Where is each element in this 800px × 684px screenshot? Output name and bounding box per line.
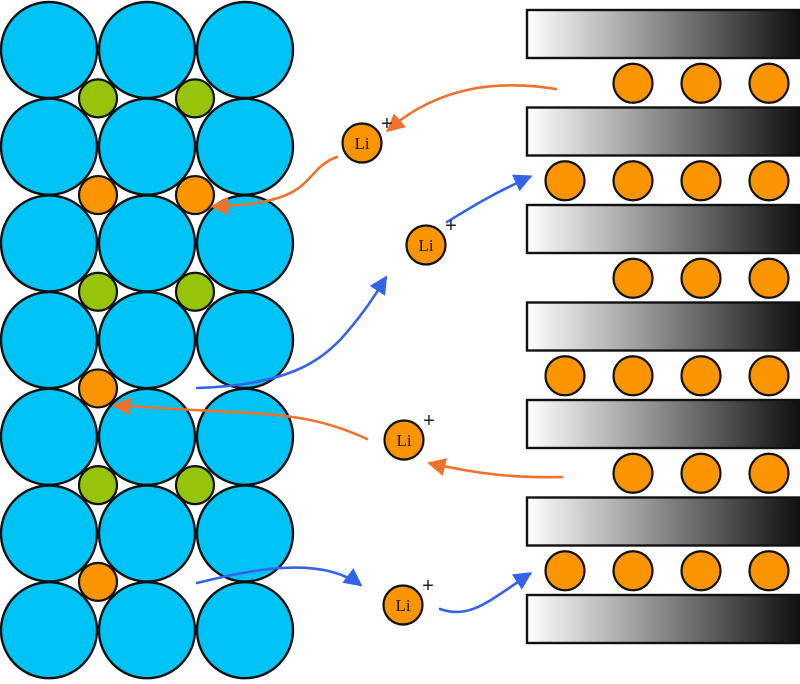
graphite-anode	[525, 8, 800, 645]
anode-lithium	[680, 452, 722, 494]
interstitial-site-green	[174, 271, 216, 312]
anode-lithium	[680, 355, 722, 397]
intercalated-lithium	[174, 174, 216, 216]
interstitial-site-green	[174, 465, 216, 506]
anode-lithium	[612, 355, 654, 397]
lithium-ion: Li +	[383, 410, 435, 461]
arrow-ion-1-to-cathode	[210, 155, 339, 216]
interstitial-site-green	[77, 78, 119, 119]
anode-lithium	[680, 257, 722, 299]
lattice-atom	[0, 581, 99, 680]
arrow-anode-to-ion-3	[427, 458, 564, 479]
anode-lithium	[544, 355, 586, 397]
anode-lithium	[680, 160, 722, 202]
lattice-atom	[97, 0, 197, 100]
lithium-ion: Li +	[341, 113, 393, 164]
graphite-layer	[525, 203, 800, 255]
lattice-atom	[0, 387, 99, 486]
anode-lithium	[612, 452, 654, 494]
lattice-atom	[97, 387, 197, 486]
lithium-ion-circle	[383, 419, 425, 461]
lattice-atom	[97, 290, 197, 390]
anode-lithium	[748, 257, 790, 299]
lattice-atom	[195, 0, 295, 100]
ion-label: Li	[396, 431, 411, 450]
graphite-layer	[525, 496, 800, 547]
arrow-ion-3-to-cathode	[112, 397, 369, 441]
lattice-atom	[0, 290, 99, 390]
charge-label: +	[423, 410, 435, 432]
charge-label: +	[422, 575, 434, 597]
ion-flow-arrows	[112, 84, 564, 614]
ion-label: Li	[418, 236, 433, 255]
graphite-layer	[525, 301, 800, 352]
interstitial-site-green	[77, 271, 119, 312]
anode-lithium	[748, 355, 790, 397]
lattice-atom	[0, 484, 99, 583]
anode-lithium	[612, 62, 654, 104]
lattice-atom	[195, 290, 295, 390]
lattice-atom	[97, 581, 197, 680]
anode-lithium	[748, 62, 790, 104]
lattice-atom	[195, 387, 295, 486]
lithium-ion-circle	[341, 122, 383, 164]
anode-lithium	[612, 550, 654, 592]
anode-lithium	[544, 160, 586, 202]
lattice-atom	[195, 581, 295, 680]
lattice-atom	[0, 0, 99, 100]
intercalated-lithium	[77, 174, 119, 216]
lithium-ion-circle	[382, 584, 424, 626]
anode-lithium	[680, 62, 722, 104]
graphite-layer	[525, 106, 800, 157]
anode-lithium	[748, 160, 790, 202]
arrow-cathode-to-ion-4	[195, 566, 363, 587]
lattice-atom	[0, 97, 99, 196]
intercalated-lithium	[77, 368, 119, 409]
anode-lithium	[612, 257, 654, 299]
free-lithium-ions: Li + Li + Li + Li +	[341, 113, 457, 626]
cathode-lattice	[0, 0, 295, 680]
lattice-atom	[97, 484, 197, 583]
lattice-atom	[195, 194, 295, 293]
anode-lithium	[680, 550, 722, 592]
ion-label: Li	[395, 596, 410, 615]
graphite-layer	[525, 398, 800, 450]
graphite-layer	[525, 8, 800, 60]
lattice-atom	[97, 194, 197, 293]
arrow-ion-2-to-anode	[445, 174, 533, 224]
arrow-cathode-to-ion-2	[195, 275, 388, 390]
interstitial-site-green	[174, 78, 216, 119]
anode-lithium	[748, 550, 790, 592]
lithium-ion: Li +	[405, 215, 457, 266]
charge-label: +	[381, 113, 393, 135]
arrow-anode-to-ion-1	[386, 84, 558, 133]
anode-lithium	[748, 452, 790, 494]
graphite-layer	[525, 593, 800, 645]
charge-label: +	[445, 215, 457, 237]
lithium-ion: Li +	[382, 575, 434, 626]
arrow-ion-4-to-anode	[438, 572, 533, 614]
lattice-atom	[0, 194, 99, 293]
interstitial-site-green	[77, 465, 119, 506]
ion-label: Li	[354, 134, 369, 153]
anode-lithium	[544, 550, 586, 592]
intercalated-lithium	[77, 561, 119, 602]
anode-lithium	[612, 160, 654, 202]
lattice-atom	[97, 97, 197, 196]
lattice-atom	[195, 97, 295, 196]
lithium-ion-circle	[405, 224, 447, 266]
